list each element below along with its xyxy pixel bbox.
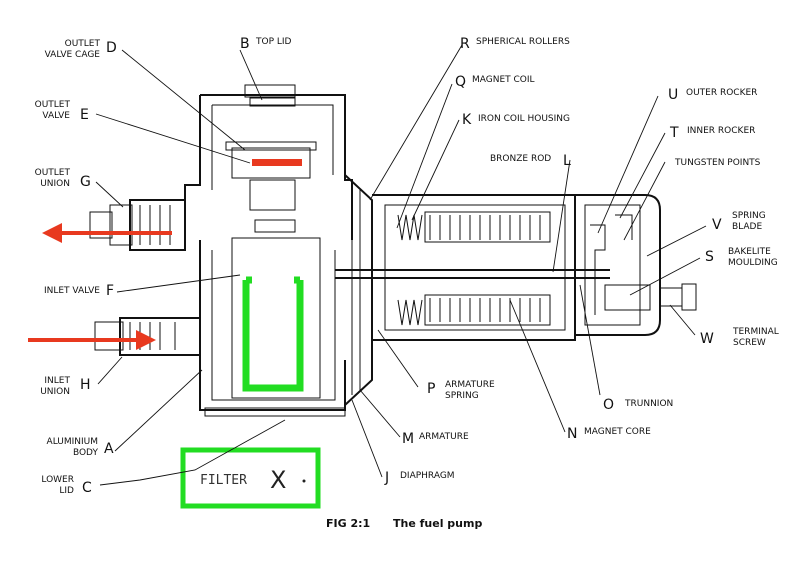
label-lower-lid-line2: LID — [59, 486, 74, 496]
label-magnet-core: MAGNET CORE — [584, 427, 651, 437]
outlet-valve-highlight — [252, 159, 302, 166]
label-spring-blade-line1: SPRING — [732, 211, 766, 221]
letter-t: T — [669, 125, 679, 141]
letter-a: A — [104, 441, 114, 457]
filter-mark: X — [270, 466, 286, 494]
label-spherical-rollers: SPHERICAL ROLLERS — [476, 37, 570, 47]
label-outlet-valve-cage-line1: OUTLET — [65, 39, 101, 49]
outlet-flow-arrow — [42, 223, 172, 243]
letter-f: F — [106, 283, 114, 299]
caption-title: The fuel pump — [393, 517, 482, 530]
label-outer-rocker: OUTER ROCKER — [686, 88, 757, 98]
letter-p: P — [427, 381, 435, 397]
filter-word: FILTER — [200, 473, 247, 488]
label-inlet-union-line1: INLET — [44, 376, 70, 386]
letter-w: W — [700, 331, 714, 347]
label-armature-spring-line2: SPRING — [445, 391, 479, 401]
label-bakelite-moulding-line2: MOULDING — [728, 258, 778, 268]
label-outlet-valve-line1: OUTLET — [35, 100, 71, 110]
letter-j: J — [384, 470, 389, 486]
label-bakelite-moulding-line1: BAKELITE — [728, 247, 771, 257]
label-bronze-rod: BRONZE ROD — [490, 154, 551, 164]
letter-o: O — [603, 397, 614, 413]
pump-body-drawing — [89, 84, 697, 417]
inlet-flow-arrow — [28, 330, 156, 350]
letter-v: V — [712, 217, 722, 233]
label-outlet-union-line2: UNION — [40, 179, 70, 189]
leader-lines — [95, 44, 707, 486]
label-terminal-screw-line2: SCREW — [733, 338, 766, 348]
letter-c: C — [82, 480, 92, 496]
letter-q: Q — [455, 74, 466, 90]
letter-d: D — [106, 40, 117, 56]
filter-callout: FILTER X — [180, 447, 321, 509]
label-inlet-union-line2: UNION — [40, 387, 70, 397]
letter-s: S — [705, 249, 714, 265]
label-outlet-union-line1: OUTLET — [35, 168, 71, 178]
caption-fig: FIG 2:1 — [326, 517, 370, 530]
label-tungsten-points: TUNGSTEN POINTS — [674, 158, 761, 168]
label-iron-coil-housing: IRON COIL HOUSING — [478, 114, 570, 124]
label-aluminium-body-line1: ALUMINIUM — [47, 437, 98, 447]
letter-h: H — [80, 377, 91, 393]
label-armature: ARMATURE — [419, 432, 469, 442]
letter-e: E — [80, 107, 89, 123]
label-diaphragm: DIAPHRAGM — [400, 471, 455, 481]
label-outlet-valve-cage-line2: VALVE CAGE — [45, 50, 101, 60]
figure-caption: FIG 2:1 The fuel pump — [326, 517, 482, 530]
letter-l: L — [563, 153, 571, 169]
label-spring-blade-line2: BLADE — [732, 222, 762, 232]
label-inner-rocker: INNER ROCKER — [687, 126, 755, 136]
label-top-lid: TOP LID — [255, 37, 292, 47]
label-armature-spring-line1: ARMATURE — [445, 380, 495, 390]
filter-highlight — [242, 276, 304, 392]
label-outlet-valve-line2: VALVE — [42, 111, 70, 121]
letter-m: M — [402, 431, 414, 447]
letter-n: N — [567, 426, 577, 442]
label-aluminium-body-line2: BODY — [73, 448, 99, 458]
label-inlet-valve: INLET VALVE — [44, 286, 100, 296]
label-magnet-coil: MAGNET COIL — [472, 75, 535, 85]
letter-u: U — [668, 87, 678, 103]
part-labels: OUTLET VALVE CAGE D OUTLET VALVE E OUTLE… — [35, 36, 779, 496]
letter-b: B — [240, 36, 250, 52]
letter-g: G — [80, 174, 91, 190]
letter-k: K — [462, 112, 472, 128]
label-trunnion: TRUNNION — [624, 399, 673, 409]
label-terminal-screw-line1: TERMINAL — [732, 327, 779, 337]
label-lower-lid-line1: LOWER — [41, 475, 74, 485]
letter-r: R — [460, 36, 470, 52]
